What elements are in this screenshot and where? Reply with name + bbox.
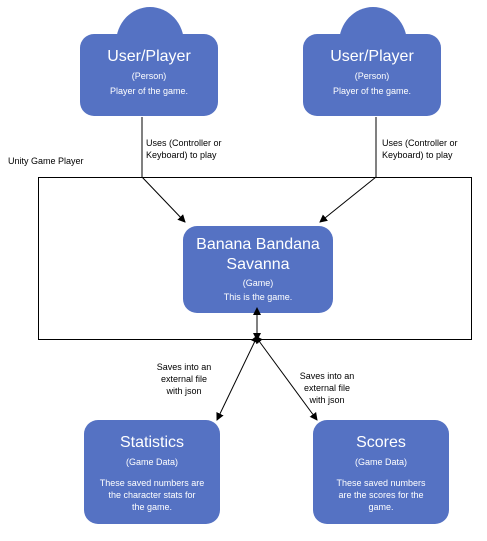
desc-line: These saved numbers bbox=[336, 478, 426, 488]
uses-label-line: Keyboard) to play bbox=[146, 150, 217, 160]
saves-label-line: Saves into an bbox=[299, 371, 355, 381]
game-kind: (Game) bbox=[242, 278, 274, 288]
uses-label-line: Uses (Controller or bbox=[382, 138, 458, 148]
uses-label-line: Keyboard) to play bbox=[382, 150, 453, 160]
desc-line: the game. bbox=[131, 502, 173, 512]
uses-arrow-right bbox=[319, 176, 377, 223]
saves-label-left: Saves into an external file with json bbox=[148, 361, 220, 397]
saves-label-line: Saves into an bbox=[156, 362, 212, 372]
scores-desc: These saved numbers are the scores for t… bbox=[313, 477, 449, 513]
scores-kind: (Game Data) bbox=[354, 457, 407, 467]
saves-label-line: external file bbox=[303, 383, 351, 393]
saves-arrow-right bbox=[254, 335, 318, 421]
actor-title: User/Player bbox=[107, 48, 191, 65]
saves-label-line: with json bbox=[166, 386, 202, 396]
statistics-title: Statistics bbox=[119, 434, 184, 451]
game-desc: This is the game. bbox=[223, 292, 293, 302]
uses-arrow-left bbox=[141, 176, 186, 223]
statistics-desc: These saved numbers are the character st… bbox=[84, 477, 220, 513]
actor-node-left: User/Player (Person) Player of the game. bbox=[80, 34, 218, 116]
actor-title: User/Player bbox=[330, 48, 414, 65]
saves-label-line: with json bbox=[309, 395, 345, 405]
saves-label-right: Saves into an external file with json bbox=[291, 370, 363, 406]
saves-label-line: external file bbox=[160, 374, 208, 384]
game-title-line1: Banana Bandana bbox=[196, 236, 320, 253]
actor-kind: (Person) bbox=[131, 71, 167, 81]
game-node: Banana Bandana Savanna (Game) This is th… bbox=[183, 226, 333, 313]
boundary-label: Unity Game Player bbox=[8, 156, 84, 166]
desc-line: the character stats for bbox=[108, 490, 196, 500]
uses-label-line: Uses (Controller or bbox=[146, 138, 222, 148]
desc-line: These saved numbers are bbox=[99, 478, 205, 488]
desc-line: are the scores for the bbox=[338, 490, 424, 500]
game-title-line2: Savanna bbox=[226, 256, 290, 273]
actor-desc: Player of the game. bbox=[109, 86, 189, 96]
scores-title: Scores bbox=[356, 434, 406, 451]
actor-desc: Player of the game. bbox=[332, 86, 412, 96]
scores-node: Scores (Game Data) These saved numbers a… bbox=[313, 420, 449, 524]
statistics-node: Statistics (Game Data) These saved numbe… bbox=[84, 420, 220, 524]
uses-label-left: Uses (Controller or Keyboard) to play bbox=[146, 137, 241, 161]
statistics-kind: (Game Data) bbox=[125, 457, 178, 467]
uses-label-right: Uses (Controller or Keyboard) to play bbox=[382, 137, 477, 161]
actor-node-right: User/Player (Person) Player of the game. bbox=[303, 34, 441, 116]
desc-line: game. bbox=[368, 502, 394, 512]
actor-kind: (Person) bbox=[354, 71, 390, 81]
saves-arrow-left bbox=[216, 334, 259, 421]
